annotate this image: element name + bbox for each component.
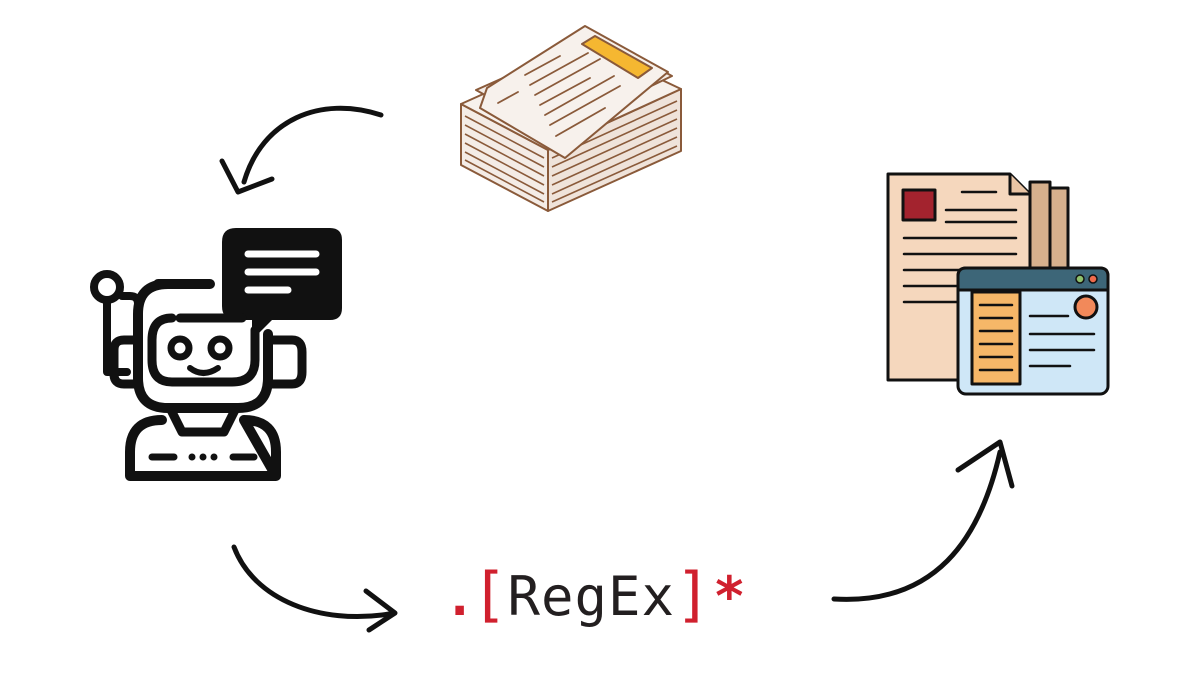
regex-logo-star: * xyxy=(713,565,746,628)
regex-logo-open-bracket: [ xyxy=(471,560,508,630)
paper-stack-icon xyxy=(460,25,682,212)
regex-logo-close-bracket: ] xyxy=(675,560,712,630)
documents-browser-icon xyxy=(886,172,1110,396)
regex-logo-dot: . xyxy=(444,568,476,628)
regex-logo: . [ RegEx ] * xyxy=(444,565,746,645)
arrow-regex-to-documents xyxy=(831,439,1015,602)
arrow-chatbot-to-regex xyxy=(231,544,398,633)
speech-bubble-icon xyxy=(222,228,342,340)
chatbot-robot-icon xyxy=(90,228,342,481)
browser-window-icon xyxy=(956,266,1110,396)
arrow-documents-to-chatbot xyxy=(219,105,384,195)
regex-logo-word: RegEx xyxy=(507,565,675,628)
